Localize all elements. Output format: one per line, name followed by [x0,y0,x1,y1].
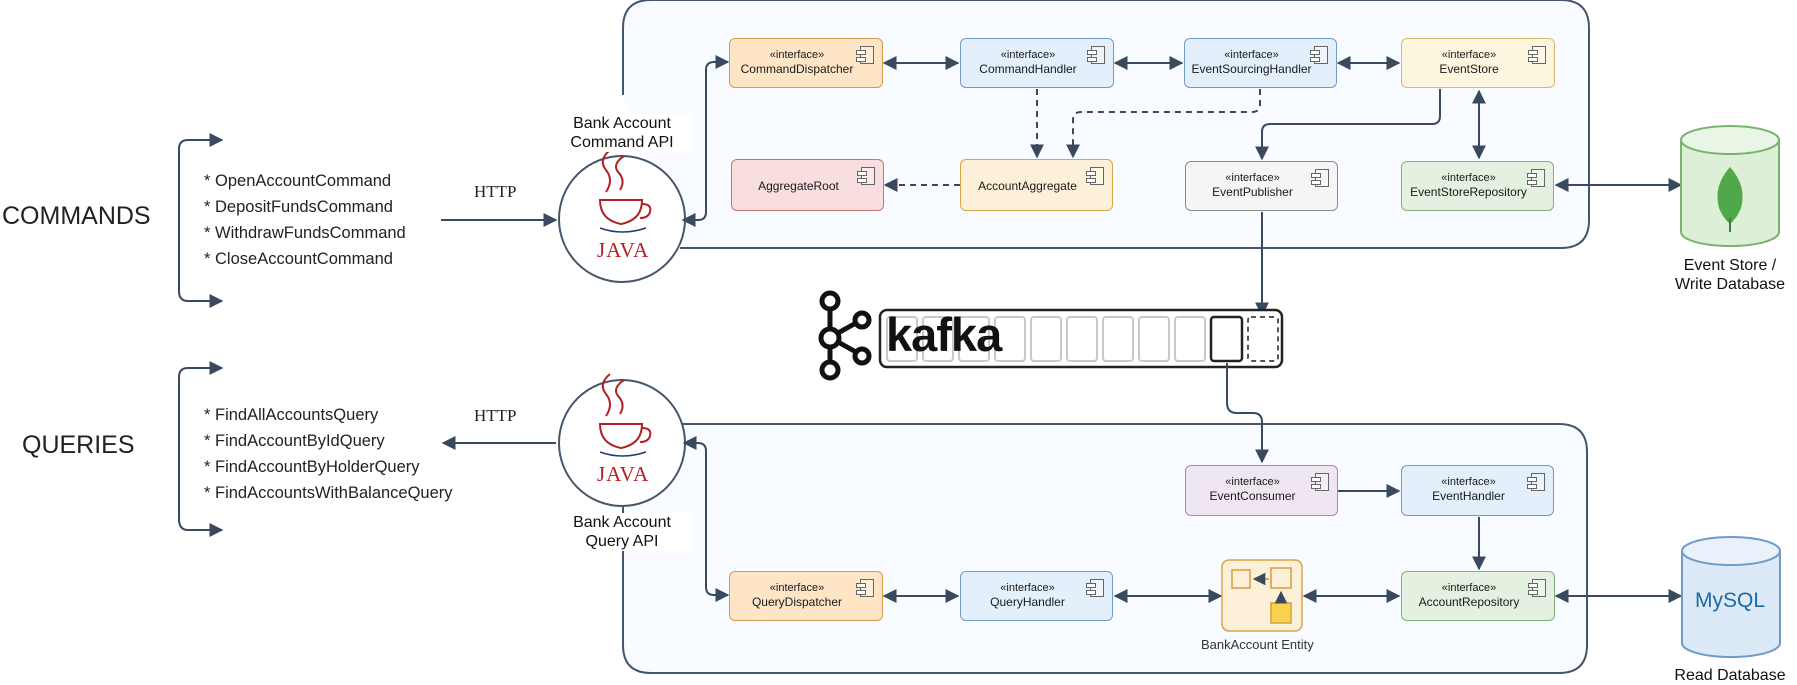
component-icon [1528,46,1546,64]
api-to-commanddispatcher-arrow [681,55,730,227]
mongodb-write-database-icon [1680,125,1780,247]
write-database-label: Event Store / Write Database [1675,257,1785,293]
kafka-queue-slots [886,316,1206,362]
component-icon [1527,169,1545,187]
command-item: * CloseAccountCommand [204,250,393,268]
commanddispatcher-component[interactable]: «interface» CommandDispatcher [729,38,883,88]
query-item: * FindAccountByIdQuery [204,432,385,450]
component-icon [1087,46,1105,64]
component-icon [1527,473,1545,491]
query-item: * FindAllAccountsQuery [204,406,379,424]
query-service-container [622,423,1588,674]
component-icon [1310,46,1328,64]
component-icon [1528,579,1546,597]
http-label-commands: HTTP [474,182,517,201]
java-logo-text: JAVA [597,238,650,262]
java-logo-text: JAVA [597,462,650,486]
mysql-logo-text: MySQL [1695,589,1766,612]
command-api-java-icon [558,149,686,283]
eventhandler-component[interactable]: «interface» EventHandler [1401,465,1554,516]
component-icon [1086,579,1104,597]
eventconsumer-component[interactable]: «interface» EventConsumer [1185,465,1338,516]
kafka-logo-icon [818,290,872,381]
commandhandler-component[interactable]: «interface» CommandHandler [960,38,1114,88]
queries-brace [178,361,224,537]
query-item: * FindAccountByHolderQuery [204,458,420,476]
component-icon [856,579,874,597]
queryhandler-component[interactable]: «interface» QueryHandler [960,571,1113,621]
commands-list: * OpenAccountCommand * DepositFundsComma… [204,168,406,272]
component-icon [1311,473,1329,491]
eventstorerepository-component[interactable]: «interface» EventStoreRepository [1401,161,1554,211]
command-item: * WithdrawFundsCommand [204,224,406,242]
query-api-java-icon [558,373,686,507]
component-icon [856,46,874,64]
kafka-logo-text: kafka [886,308,1002,361]
command-api-label: Bank Account Command API [552,114,692,152]
querydispatcher-component[interactable]: «interface» QueryDispatcher [729,571,883,621]
component-icon [857,167,875,185]
commands-title: COMMANDS [2,202,151,230]
queries-list: * FindAllAccountsQuery * FindAccountById… [204,402,453,506]
api-to-querydispatcher-arrow [682,436,730,602]
command-item: * OpenAccountCommand [204,172,392,190]
query-api-label: Bank Account Query API [552,513,692,551]
component-icon [1311,169,1329,187]
mysql-read-database-icon [1681,536,1781,658]
query-item: * FindAccountsWithBalanceQuery [204,484,453,502]
eventpublisher-component[interactable]: «interface» EventPublisher [1185,161,1338,211]
read-database-label: Read Database [1674,667,1786,684]
accountrepository-component[interactable]: «interface» AccountRepository [1401,571,1555,621]
queries-title: QUERIES [22,431,135,459]
commands-brace [178,133,224,308]
bankaccount-entity-label: BankAccount Entity [1201,637,1314,652]
http-label-queries: HTTP [474,406,517,425]
command-item: * DepositFundsCommand [204,198,393,216]
eventsourcinghandler-component[interactable]: «interface» EventSourcingHandler [1184,38,1337,88]
accountaggregate-component[interactable]: AccountAggregate [960,159,1113,211]
aggregateroot-component[interactable]: AggregateRoot [731,159,884,211]
component-icon [1086,167,1104,185]
bankaccount-entity-icon [1221,559,1303,632]
eventstore-component[interactable]: «interface» EventStore [1401,38,1555,88]
